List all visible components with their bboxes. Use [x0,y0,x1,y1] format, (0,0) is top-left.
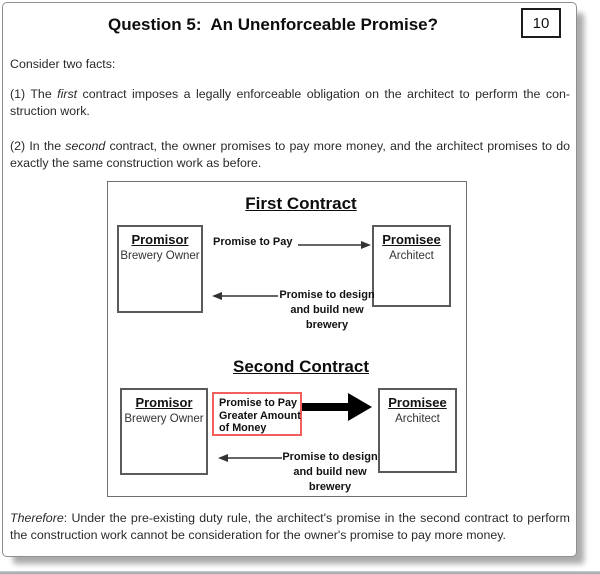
page-title: Question 5: An Unenforceable Promise? [108,15,438,34]
first-return-label-line: Promise to design [279,289,375,301]
second-return-label-line: Promise to design [282,451,378,463]
second-promisee-box: Promisee Architect [378,388,457,473]
thick-promise-arrow-icon [302,393,372,421]
second-contract-heading: Second Contract [232,357,370,376]
second-promisor-box: Promisor Brewery Owner [120,388,208,475]
first-promisee-party: Architect [389,250,434,262]
first-promisee-role: Promisee [382,232,441,247]
first-return-label-line: brewery [305,319,349,331]
second-promisor-role: Promisor [135,395,193,410]
promise-to-pay-arrow-icon [298,241,371,249]
conclusion-post: : Under the pre-existing duty rule, the … [10,511,570,542]
conclusion-emphasis: Therefore [10,511,64,525]
highlighted-promise-line: Greater Amount [219,409,301,422]
second-return-label-line: brewery [308,481,352,493]
intro-lead: Consider two facts: [10,57,116,71]
window-bottom-edge [0,571,600,574]
fact-2-pre: (2) In the [10,139,66,153]
second-promisee-role: Promisee [388,395,447,410]
first-promisor-role: Promisor [131,232,189,247]
highlighted-promise-line: Promise to Pay [219,397,298,409]
first-promisee-box: Promisee Architect [372,225,451,307]
first-return-arrow-icon [212,292,278,300]
second-return-arrow-icon [218,454,282,462]
fact-2-emphasis: second [65,139,106,153]
conclusion-paragraph: Therefore: Under the pre-existing duty r… [10,510,570,544]
second-return-label: Promise to design and build new brewery [277,450,383,495]
page-number: 10 [532,14,550,32]
second-promisor-party: Brewery Owner [124,413,204,425]
document-page: Question 5: An Unenforceable Promise? 10… [2,2,577,557]
promise-to-pay-label: Promise to Pay [213,236,293,248]
fact-1-pre: (1) The [10,87,58,101]
page-number-box: 10 [521,8,561,38]
fact-1: (1) The first contract imposes a legally… [10,86,570,120]
second-return-label-line: and build new [293,466,367,478]
highlighted-promise-line: of Money [219,422,267,434]
first-return-label-line: and build new [290,304,364,316]
second-promisee-party: Architect [395,413,440,425]
contracts-diagram: First Contract Promisor Brewery Owner Pr… [107,181,467,497]
first-contract-heading: First Contract [245,194,357,213]
fact-1-post: contract imposes a legally enforceable o… [10,87,570,118]
first-promisor-box: Promisor Brewery Owner [117,225,203,313]
fact-2: (2) In the second contract, the owner pr… [10,138,570,172]
first-promisor-party: Brewery Owner [120,250,200,262]
highlighted-promise-box: Promise to Pay Greater Amount of Money [212,392,302,436]
fact-2-post: contract, the owner promises to pay more… [10,139,571,170]
first-return-label: Promise to design and build new brewery [274,288,380,333]
fact-1-emphasis: first [57,87,78,101]
